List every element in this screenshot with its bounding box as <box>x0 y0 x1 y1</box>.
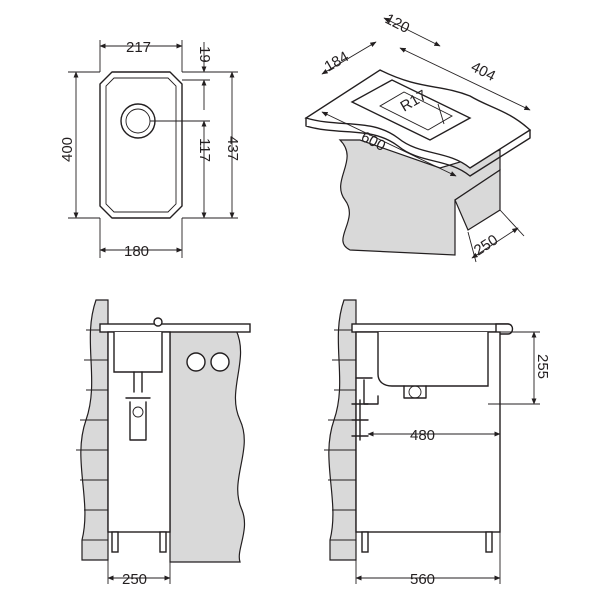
iso-dim-120: 120 <box>382 10 412 37</box>
cabinet-right-cutaway <box>169 329 246 563</box>
side-countertop <box>351 323 509 333</box>
valve-right <box>210 352 230 372</box>
iso-dim-404: 404 <box>468 58 498 85</box>
front-sink-bowl <box>113 332 163 373</box>
dim-label-437: 437 <box>224 136 241 161</box>
sink-inner-outline <box>105 77 177 213</box>
side-sink-bowl <box>377 332 489 387</box>
dim-label-180: 180 <box>124 243 149 260</box>
side-dim-label-480: 480 <box>410 427 435 444</box>
brick-wall-side <box>328 299 357 561</box>
front-overflow <box>153 317 163 327</box>
iso-dim-250: 250 <box>471 231 501 259</box>
dim-label-19: 19 <box>196 46 213 63</box>
front-countertop <box>99 323 251 333</box>
front-view: 250 <box>76 299 251 588</box>
valve-left <box>186 352 206 372</box>
side-dim-label-560: 560 <box>410 571 435 588</box>
dim-label-217: 217 <box>126 39 151 56</box>
brick-wall-left <box>80 299 109 561</box>
side-view: 255 480 560 <box>324 299 551 588</box>
iso-view: 120 184 404 R17 600 250 <box>304 10 532 263</box>
dim-label-117: 117 <box>196 138 213 162</box>
side-dim-label-255: 255 <box>534 354 551 379</box>
dim-label-400: 400 <box>59 137 76 162</box>
top-view: 217 180 400 19 117 437 <box>59 39 241 260</box>
drain-inner-ring <box>125 108 151 134</box>
sink-outer-outline <box>99 71 183 219</box>
front-trap-pipe <box>125 371 151 441</box>
front-dim-label-250: 250 <box>122 571 147 588</box>
